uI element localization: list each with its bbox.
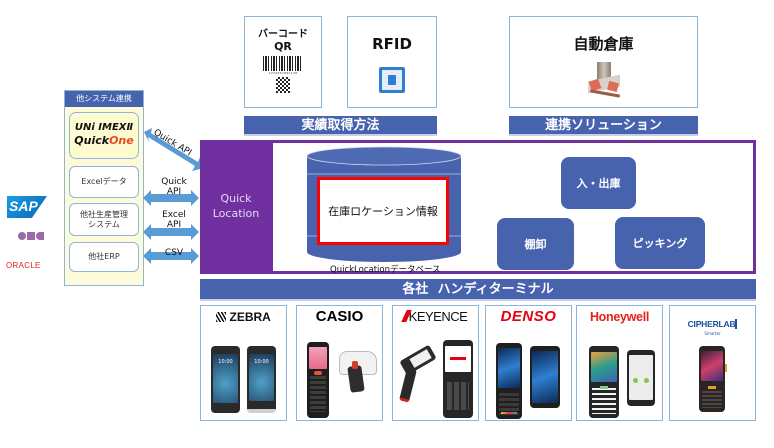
zebra-phone-2: 10:00 xyxy=(247,346,276,413)
arrow-label-csv: CSV xyxy=(164,248,184,258)
quicklocation-label: Quick Location xyxy=(212,192,260,220)
quicklocation-block: Quick Location xyxy=(200,140,272,274)
vendor-tile-honeywell[interactable]: Honeywell xyxy=(576,305,663,421)
vendor-tile-zebra[interactable]: ZEBRA 10:00 10:00 xyxy=(200,305,287,421)
qr-title: QR xyxy=(274,40,292,53)
sap-logo: SAP xyxy=(7,196,47,218)
casio-keypad xyxy=(310,376,326,412)
arrows-layer xyxy=(143,128,204,264)
other-production-system-label: 他社生産管理 システム xyxy=(80,209,128,229)
unimex-quickone-box[interactable]: UNi IMEXⅡ QuickOne xyxy=(69,112,139,159)
quickone-one: One xyxy=(109,134,134,148)
automated-warehouse-icon xyxy=(584,60,624,100)
cipherlab-tagline: Smarter xyxy=(704,331,721,336)
integration-solution-bar: 連携ソリューション xyxy=(509,116,698,136)
rfid-title: RFID xyxy=(372,35,412,53)
cipherlab-logo: CIPHERLAB Smarter xyxy=(670,312,755,336)
rfid-box: RFID xyxy=(347,16,437,108)
database-caption: QuickLocationデータベース xyxy=(330,265,441,275)
asrs-title: 自動倉庫 xyxy=(573,35,634,53)
denso-logo: DENSO xyxy=(500,308,557,325)
barcode-title: バーコード xyxy=(258,29,308,40)
arrow-label-excel-api: Excel API xyxy=(162,210,186,231)
honeywell-handheld xyxy=(589,346,619,418)
qr-code-icon xyxy=(276,77,290,93)
denso-keypad xyxy=(499,393,519,415)
keyence-keypad xyxy=(447,382,469,410)
inventory-location-info-label: 在庫ロケーション情報 xyxy=(328,205,438,218)
operation-stocktaking[interactable]: 棚卸 xyxy=(497,218,574,270)
vendor-tile-cipherlab[interactable]: CIPHERLAB Smarter xyxy=(669,305,756,421)
barcode-qr-box: バーコード QR 1234567890128 xyxy=(244,16,322,108)
keyence-logo: KEYENCE xyxy=(393,309,478,324)
honeywell-logo: Honeywell xyxy=(589,310,650,324)
zebra-head-icon xyxy=(216,312,227,322)
unimex-imex: IMEXⅡ xyxy=(98,122,134,134)
excel-api-arrow xyxy=(143,224,199,240)
panel-header: 他システム連携 xyxy=(65,91,143,107)
cipherlab-handheld xyxy=(699,346,727,412)
zebra-time-2: 10:00 xyxy=(254,359,269,365)
operation-picking-label: ピッキング xyxy=(632,237,688,250)
zebra-logo: ZEBRA xyxy=(201,310,286,324)
arrow-label-quick-api: Quick API xyxy=(161,177,187,198)
denso-smartphone xyxy=(530,346,560,408)
excel-data-box[interactable]: Excelデータ xyxy=(69,166,139,198)
cipherlab-keypad xyxy=(702,391,722,408)
barcode-icon xyxy=(263,56,303,71)
inventory-location-info-box: 在庫ロケーション情報 xyxy=(317,177,449,245)
quick-api-diagonal-arrow xyxy=(144,128,204,171)
keyence-logo-text: KEYENCE xyxy=(408,309,468,324)
unimex-uni: UNi xyxy=(74,122,95,134)
barcode-digits: 1234567890128 xyxy=(268,71,298,75)
keyence-gun-scanner xyxy=(399,344,437,376)
sap-logo-text: SAP xyxy=(9,198,38,214)
acquisition-method-bar: 実績取得方法 xyxy=(244,116,437,136)
handy-terminals-bar: 各社 ハンディターミナル xyxy=(200,279,756,301)
operation-inbound-outbound[interactable]: 入・出庫 xyxy=(561,157,636,209)
quickone-quick: Quick xyxy=(74,134,110,148)
zebra-logo-text: ZEBRA xyxy=(229,310,271,324)
rfid-tag-icon xyxy=(379,67,405,93)
other-production-system-box[interactable]: 他社生産管理 システム xyxy=(69,203,139,236)
operation-stocktaking-label: 棚卸 xyxy=(524,238,547,251)
casio-logo: CASIO xyxy=(315,308,364,325)
honeywell-smartphone xyxy=(627,350,655,406)
honeywell-keypad xyxy=(592,388,616,414)
zebra-phone-1: 10:00 xyxy=(211,346,240,413)
vendor-tile-denso[interactable]: DENSO xyxy=(485,305,572,421)
operation-inbound-outbound-label: 入・出庫 xyxy=(576,177,621,190)
asrs-box: 自動倉庫 xyxy=(509,16,698,108)
obc-logo xyxy=(18,232,44,242)
vendor-tile-keyence[interactable]: KEYENCE xyxy=(392,305,479,421)
other-erp-box[interactable]: 他社ERP xyxy=(69,242,139,272)
operation-picking[interactable]: ピッキング xyxy=(615,217,705,269)
keyence-gun-grip xyxy=(399,367,417,403)
casio-handheld xyxy=(307,342,329,418)
oracle-logo: ORACLE xyxy=(6,261,41,270)
keyence-handheld xyxy=(443,340,473,418)
denso-handheld xyxy=(496,343,522,419)
zebra-time-1: 10:00 xyxy=(218,359,233,365)
vendor-tile-casio[interactable]: CASIO xyxy=(296,305,383,421)
cipherlab-logo-text: CIPHERLAB xyxy=(687,319,738,329)
csv-arrow xyxy=(143,248,199,264)
quick-api-arrow xyxy=(143,190,199,206)
